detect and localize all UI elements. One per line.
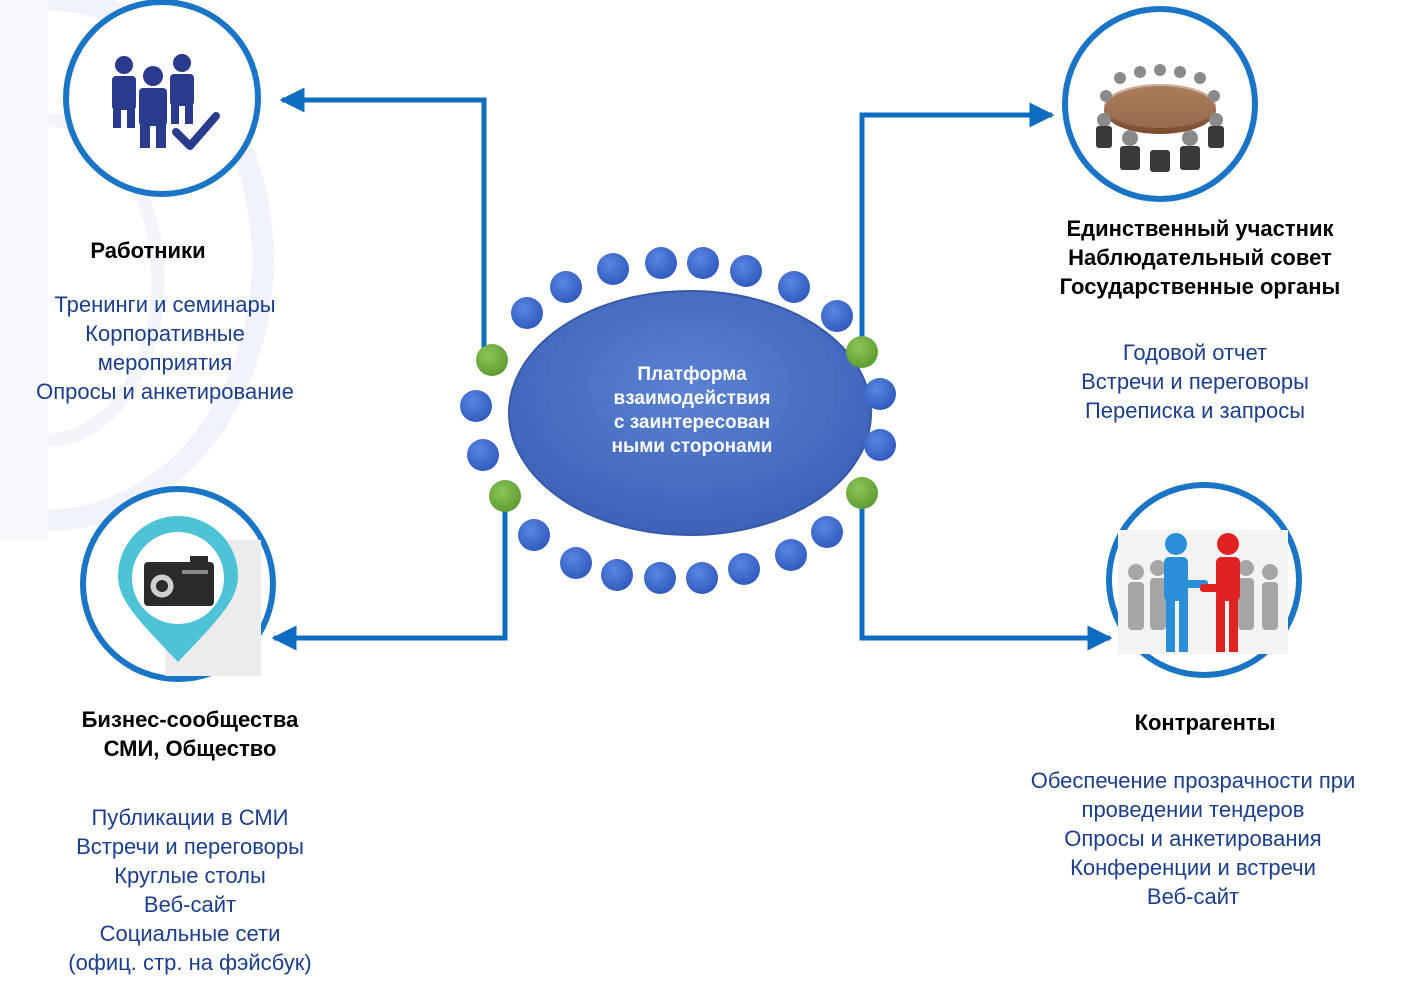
dot (775, 539, 807, 571)
business-node-icon (80, 486, 276, 682)
business-item: Встречи и переговоры (76, 834, 304, 859)
handshake-icon (1118, 530, 1288, 654)
platform-center (508, 290, 872, 536)
dot (728, 553, 760, 585)
dot (460, 390, 492, 422)
counterparties-items: Обеспечение прозрачности при проведении … (978, 766, 1408, 911)
governance-node-icon (1062, 6, 1258, 202)
dot (550, 271, 582, 303)
governance-title-line: Наблюдательный совет (1068, 245, 1332, 270)
dot (601, 559, 633, 591)
platform-label-line: Платформа (637, 364, 747, 385)
dot (778, 271, 810, 303)
employees-item: Тренинги и семинары (54, 292, 276, 317)
dot (518, 519, 550, 551)
dot-green (476, 344, 508, 376)
counterparties-item: проведении тендеров (1081, 797, 1305, 822)
dot (467, 439, 499, 471)
camera-pin-icon (118, 516, 261, 676)
governance-item: Переписка и запросы (1084, 398, 1306, 423)
dot (644, 562, 676, 594)
employees-title-line: Работники (90, 238, 206, 263)
employees-item: Корпоративные (85, 321, 245, 346)
dot (511, 297, 543, 329)
counterparties-item: Веб-сайт (1146, 884, 1240, 909)
dot-green (846, 336, 878, 368)
governance-items: Годовой отчет Встречи и переговоры Переп… (1030, 338, 1360, 425)
dot (864, 378, 896, 410)
dot (687, 247, 719, 279)
platform-dots (460, 247, 896, 594)
employees-node-icon (63, 0, 261, 197)
dot (560, 547, 592, 579)
business-title-line: СМИ, Общество (103, 736, 277, 761)
dot (686, 562, 718, 594)
dot (597, 253, 629, 285)
employees-title: Работники (48, 236, 248, 265)
employees-item: мероприятия (97, 350, 233, 375)
platform-label-line: ными сторонами (611, 436, 773, 457)
counterparties-item: Опросы и анкетирования (1064, 826, 1322, 851)
governance-title: Единственный участник Наблюдательный сов… (1010, 214, 1390, 301)
employees-item: Опросы и анкетирование (36, 379, 294, 404)
people-check-icon (112, 54, 220, 150)
connector-counterparties (859, 490, 1113, 651)
business-title-line: Бизнес-сообщества (81, 707, 299, 732)
connector-governance (859, 102, 1055, 350)
governance-item: Годовой отчет (1122, 340, 1268, 365)
counterparties-node-icon (1106, 482, 1302, 678)
counterparties-item: Конференции и встречи (1070, 855, 1316, 880)
dot-green (489, 480, 521, 512)
business-item: Социальные сети (99, 921, 281, 946)
business-item: Круглые столы (114, 863, 266, 888)
platform-label-line: с заинтересован (613, 412, 771, 433)
business-item: Публикации в СМИ (91, 805, 289, 830)
connector-employees (279, 87, 487, 360)
counterparties-title-line: Контрагенты (1134, 710, 1276, 735)
connector-business (271, 490, 508, 651)
dot-green (846, 477, 878, 509)
dot (730, 255, 762, 287)
dot (821, 300, 853, 332)
connectors (271, 87, 1113, 651)
business-items: Публикации в СМИ Встречи и переговоры Кр… (20, 803, 360, 977)
business-item: (офиц. стр. на фэйсбук) (68, 950, 312, 975)
platform-label: Платформа взаимодействия с заинтересован… (580, 363, 804, 459)
governance-title-line: Единственный участник (1066, 216, 1334, 241)
platform-label-line: взаимодействия (613, 388, 771, 409)
business-item: Веб-сайт (143, 892, 237, 917)
governance-title-line: Государственные органы (1059, 274, 1341, 299)
counterparties-title: Контрагенты (1080, 708, 1330, 737)
counterparties-item: Обеспечение прозрачности при (1030, 768, 1356, 793)
dot (864, 429, 896, 461)
dot (811, 516, 843, 548)
dot (645, 247, 677, 279)
round-table-meeting-icon (1096, 64, 1224, 172)
employees-items: Тренинги и семинары Корпоративные меропр… (0, 290, 330, 406)
governance-item: Встречи и переговоры (1081, 369, 1309, 394)
business-title: Бизнес-сообщества СМИ, Общество (40, 705, 340, 763)
